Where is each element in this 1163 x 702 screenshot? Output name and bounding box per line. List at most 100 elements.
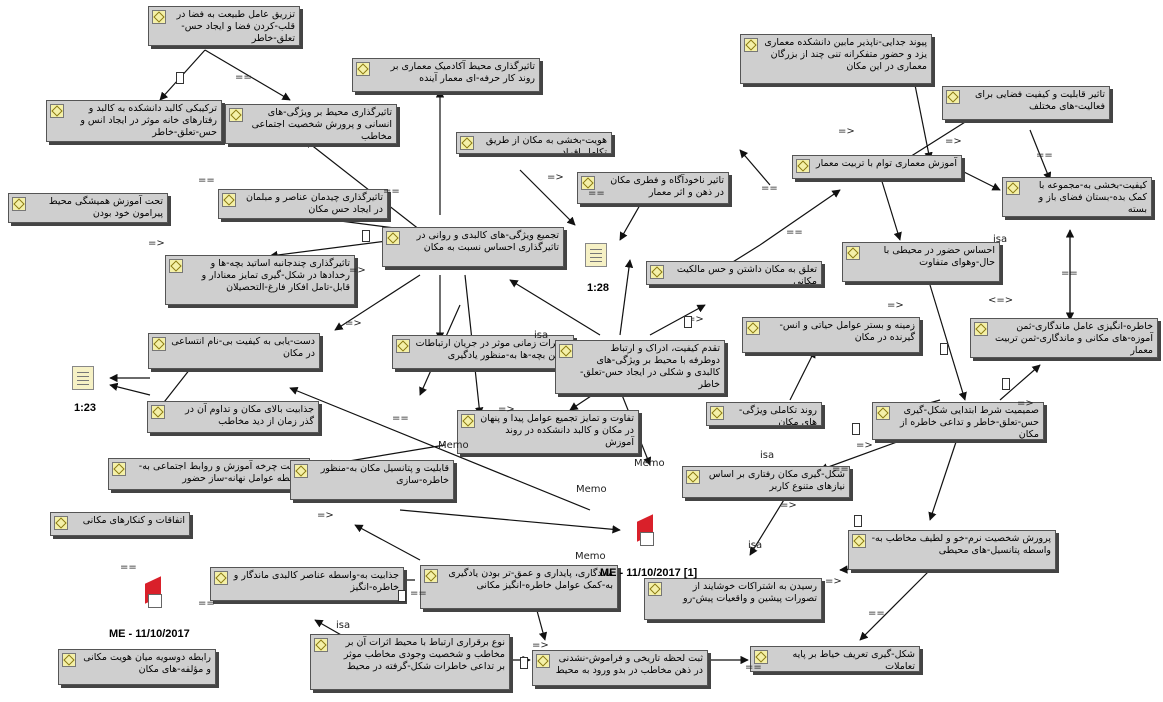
code-node[interactable]: زمینه و بستر عوامل حیاتی و انس-گیرنده در… <box>742 317 920 353</box>
code-node[interactable]: ترکیبکی کالبد دانشکده به کالبد و رفتارها… <box>46 100 222 142</box>
edge <box>289 386 591 511</box>
node-label: رابطه دوسویه میان هویت مکانی و مؤلفه-های… <box>83 652 211 675</box>
document-icon <box>520 657 528 669</box>
node-label: تقدم کیفیت، ادراک و ارتباط دوطرفه با محی… <box>579 343 720 390</box>
code-icon <box>152 10 166 24</box>
memo-icon[interactable] <box>637 518 657 546</box>
code-node[interactable]: تفاوت و تمایز تجمیع عوامل پیدا و پنهان د… <box>457 410 639 454</box>
edge <box>879 174 902 241</box>
code-icon <box>754 650 768 664</box>
code-node[interactable]: تاثیرگذاری چندجانبه اساتید بچه-ها و رخدا… <box>165 255 355 305</box>
code-node[interactable]: تاثیرگذاری محیط بر ویژگی-های انسانی و پر… <box>225 104 397 144</box>
code-node[interactable]: کیفیت-بخشی به-مجموعه با کمک بده-بستان فض… <box>1002 177 1152 217</box>
edge-label: == <box>588 188 605 199</box>
edge-label: Memo <box>438 440 469 451</box>
memo-caption: 1:28 <box>587 282 610 294</box>
edge <box>204 49 291 101</box>
code-icon <box>12 197 26 211</box>
edge-label: => <box>856 440 873 451</box>
edge <box>399 509 621 534</box>
code-node[interactable]: هدایت چرخه آموزش و روابط اجتماعی به-واسط… <box>108 458 310 490</box>
edge <box>619 204 641 241</box>
code-node[interactable]: احساس حضور در محیطی با حال-وهوای متفاوت <box>842 242 1000 282</box>
code-node[interactable]: ماندگاری، پایداری و عمق-تر بودن یادگیری … <box>420 565 618 609</box>
edge-label: => <box>349 265 366 276</box>
edge-label: == <box>1036 150 1053 161</box>
node-label: ثبت لحظه تاریخی و فراموش-نشدنی در ذهن مخ… <box>555 653 703 676</box>
edge-label: => <box>887 300 904 311</box>
code-icon <box>559 344 573 358</box>
code-node[interactable]: تغییرات زمانی موثر در جریان ارتباطات ماب… <box>392 335 574 369</box>
code-icon <box>314 638 328 652</box>
edge-label: == <box>786 227 803 238</box>
code-node[interactable]: صمیمیت شرط ابتدایی شکل-گیری حس-تعلق-خاطر… <box>872 402 1044 440</box>
code-node[interactable]: دست-یابی به کیفیت بی-نام انتساعی در مکان <box>148 333 320 369</box>
node-label: تاثیرگذاری محیط آکادمیک معماری بر روند ک… <box>390 61 535 84</box>
node-label: تزریق عامل طبیعت به فضا در قلب-کردن فضا … <box>176 9 295 44</box>
node-label: قابلیت و پتانسیل مکان به-منظور خاطره-ساز… <box>320 463 449 486</box>
node-label: تاثیر قابلیت و کیفیت فضایی برای فعالیت-ه… <box>975 89 1105 112</box>
code-node[interactable]: اتفاقات و کنکارهای مکانی <box>50 512 190 536</box>
edge-label: Memo <box>576 484 607 495</box>
code-node[interactable]: رسیدن به اشتراکات خوشایند از تصورات پیشی… <box>644 578 822 620</box>
node-label: رسیدن به اشتراکات خوشایند از تصورات پیشی… <box>683 581 817 604</box>
code-node[interactable]: آموزش معماری توام با تربیت معمار <box>792 155 962 179</box>
code-icon <box>1006 181 1020 195</box>
code-icon <box>744 38 758 52</box>
code-node[interactable]: تحت آموزش همیشگی محیط پیرامون خود بودن <box>8 193 168 223</box>
code-icon <box>356 62 370 76</box>
edge-label: == <box>383 186 400 197</box>
node-label: هدایت چرخه آموزش و روابط اجتماعی به-واسط… <box>138 461 305 484</box>
node-label: تاثیرگذاری محیط بر ویژگی-های انسانی و پر… <box>251 107 392 142</box>
code-icon <box>229 108 243 122</box>
node-label: ماندگاری، پایداری و عمق-تر بودن یادگیری … <box>448 568 613 591</box>
code-node[interactable]: تاثیر قابلیت و کیفیت فضایی برای فعالیت-ه… <box>942 86 1110 120</box>
quotation-icon[interactable] <box>585 243 607 267</box>
code-icon <box>852 534 866 548</box>
edge <box>304 139 421 231</box>
node-label: نوع برقراری ارتباط با محیط اثرات آن بر م… <box>343 637 505 672</box>
document-icon <box>1002 378 1010 390</box>
edge-label: => <box>825 576 842 587</box>
code-node[interactable]: تاثیرگذاری محیط آکادمیک معماری بر روند ک… <box>352 58 540 92</box>
code-icon <box>876 406 890 420</box>
code-node[interactable]: روند تکاملی ویژگی-های مکان <box>706 402 822 426</box>
code-node[interactable]: رابطه دوسویه میان هویت مکانی و مؤلفه-های… <box>58 649 216 685</box>
edge-label: == <box>868 608 885 619</box>
node-label: تعلق به مکان داشتن و حس مالکیت مکانی <box>676 264 817 285</box>
code-node[interactable]: خاطره-انگیزی عامل ماندگاری-ثمن آموزه-های… <box>970 318 1158 358</box>
code-icon <box>62 653 76 667</box>
code-node[interactable]: تقدم کیفیت، ادراک و ارتباط دوطرفه با محی… <box>555 340 725 394</box>
code-node[interactable]: قابلیت و پتانسیل مکان به-منظور خاطره-ساز… <box>290 460 454 500</box>
code-node[interactable]: جذابیت به-واسطه عناصر کالبدی ماندگار و خ… <box>210 567 404 601</box>
code-node[interactable]: نوع برقراری ارتباط با محیط اثرات آن بر م… <box>310 634 510 690</box>
code-node[interactable]: پرورش شخصیت نرم-خو و لطیف مخاطب به-واسطه… <box>848 530 1056 570</box>
quotation-icon[interactable] <box>72 366 94 390</box>
edge <box>859 569 931 641</box>
code-icon <box>846 246 860 260</box>
code-node[interactable]: پیوند جدایی-ناپذیر مابین دانشکده معماری … <box>740 34 932 84</box>
node-label: پرورش شخصیت نرم-خو و لطیف مخاطب به-واسطه… <box>871 533 1051 556</box>
code-node[interactable]: جذابیت بالای مکان و تداوم آن در گذر زمان… <box>147 401 319 433</box>
code-icon <box>396 339 410 353</box>
code-node[interactable]: هویت-بخشی به مکان از طریق تکامل افراد <box>456 132 612 154</box>
code-node[interactable]: شکل-گیری مکان رفتاری بر اساس نیازهای متن… <box>682 466 850 498</box>
edge-label: == <box>761 183 778 194</box>
code-node[interactable]: تاثیرگذاری چیدمان عناصر و مبلمان در ایجا… <box>218 189 388 219</box>
code-node[interactable]: تزریق عامل طبیعت به فضا در قلب-کردن فضا … <box>148 6 300 46</box>
code-node[interactable]: ثبت لحظه تاریخی و فراموش-نشدنی در ذهن مخ… <box>532 650 708 686</box>
code-icon <box>424 569 438 583</box>
code-node[interactable]: تاثیر ناخودآگاه و فطری مکان در ذهن و اثر… <box>577 172 729 204</box>
memo-icon[interactable] <box>145 580 165 608</box>
code-node[interactable]: تجمیع ویژگی-های کالبدی و روانی در تاثیرگ… <box>382 227 564 267</box>
code-node[interactable]: تعلق به مکان داشتن و حس مالکیت مکانی <box>646 261 822 285</box>
edge-label: == <box>235 72 252 83</box>
edge <box>789 349 816 401</box>
code-node[interactable]: شکل-گیری تعریف خیاط بر پایه تعاملات <box>750 646 920 672</box>
edge-label: isa <box>993 234 1008 245</box>
edge-label: => <box>317 510 334 521</box>
node-label: شکل-گیری مکان رفتاری بر اساس نیازهای متن… <box>708 469 845 492</box>
code-icon <box>214 571 228 585</box>
document-icon <box>362 230 370 242</box>
